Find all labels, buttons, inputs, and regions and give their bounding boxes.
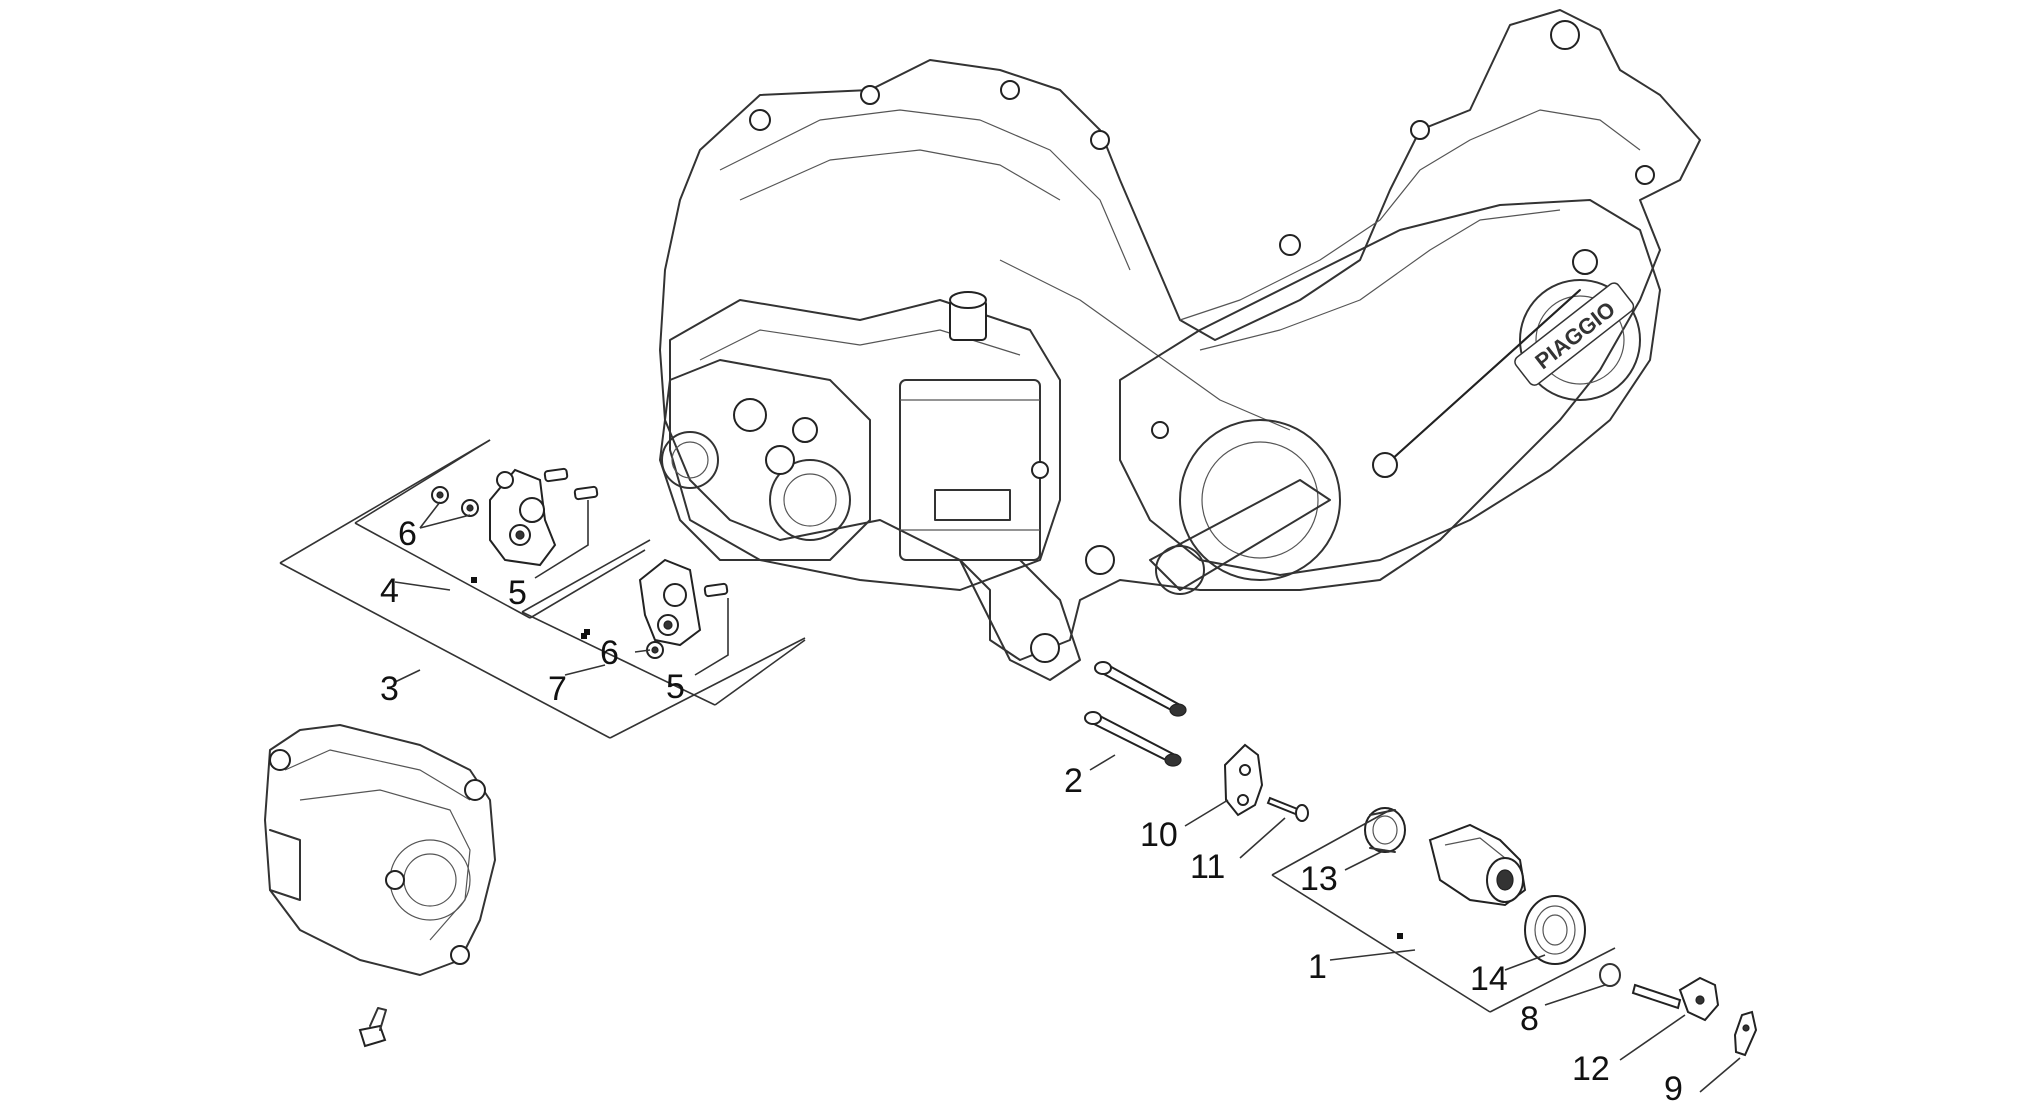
callout-14: 14 bbox=[1470, 960, 1508, 998]
adjuster-screws-upper bbox=[543, 467, 599, 501]
callout-6-upper: 6 bbox=[398, 515, 417, 553]
decompressor-shaft bbox=[1631, 976, 1720, 1022]
callout-9: 9 bbox=[1664, 1070, 1683, 1104]
callout-7: 7 bbox=[548, 670, 567, 708]
callout-8: 8 bbox=[1520, 1000, 1539, 1038]
callout-13: 13 bbox=[1300, 860, 1338, 898]
callouts: 6 4 5 6 3 7 5 2 10 11 13 1 14 8 12 9 bbox=[380, 515, 1683, 1104]
plate-screw bbox=[1266, 796, 1309, 822]
svg-text:PIAGGIO: PIAGGIO bbox=[1530, 296, 1620, 374]
bearing-large bbox=[1524, 895, 1586, 965]
callout-12: 12 bbox=[1572, 1050, 1610, 1088]
callout-6-lower: 6 bbox=[600, 634, 619, 672]
callout-10: 10 bbox=[1140, 816, 1178, 854]
engine-assembly: PIAGGIO bbox=[659, 9, 1701, 681]
decompressor-weight bbox=[1733, 1010, 1758, 1057]
callout-5-upper: 5 bbox=[508, 574, 527, 612]
callout-3: 3 bbox=[380, 670, 399, 708]
callout-1: 1 bbox=[1308, 948, 1327, 986]
cover-screw bbox=[358, 1007, 387, 1048]
leader-lines bbox=[279, 439, 1741, 1093]
rocker-shafts bbox=[1084, 661, 1187, 767]
callout-2: 2 bbox=[1064, 762, 1083, 800]
nuts-upper bbox=[431, 486, 479, 517]
bearing-small bbox=[1364, 807, 1406, 853]
callout-4: 4 bbox=[380, 572, 399, 610]
head-cover bbox=[264, 724, 496, 976]
callout-11: 11 bbox=[1190, 848, 1225, 886]
marker-dots bbox=[471, 577, 1403, 939]
callout-5-lower: 5 bbox=[666, 668, 685, 706]
camshaft bbox=[1428, 823, 1527, 907]
rocker-arm-lower bbox=[638, 558, 729, 659]
retaining-plate bbox=[1223, 743, 1264, 817]
rocker-arm-upper bbox=[489, 468, 557, 567]
snap-ring bbox=[1599, 963, 1621, 987]
